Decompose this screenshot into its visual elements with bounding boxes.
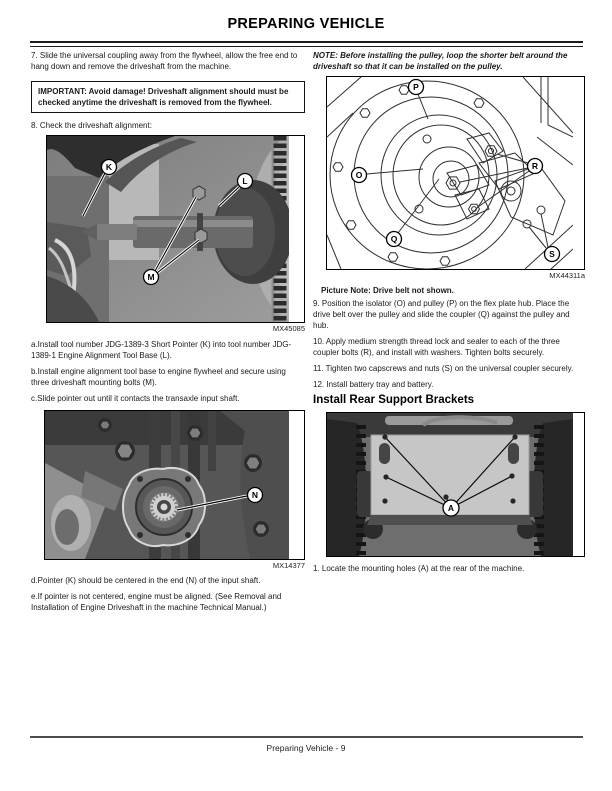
figure-alignment-tool-photo: K L M MX45085: [46, 128, 369, 333]
callout-q-icon: Q: [385, 230, 403, 248]
step-1-text: 1. Locate the mounting holes (A) at the …: [313, 564, 525, 573]
footer-page-label: Preparing Vehicle - 9: [266, 743, 346, 753]
picture-note-text: Picture Note: Drive belt not shown.: [321, 286, 454, 295]
svg-text:A: A: [448, 503, 454, 513]
svg-text:P: P: [413, 82, 419, 92]
callout-p-icon: P: [407, 78, 425, 96]
step-12-text: 12. Install battery tray and battery.: [313, 380, 434, 389]
svg-text:N: N: [252, 490, 258, 500]
figure-label: [326, 557, 585, 558]
step-8e-text: e.If pointer is not centered, engine mus…: [31, 592, 282, 612]
input-shaft-illustration: N: [45, 411, 289, 559]
callout-s-icon: S: [543, 245, 561, 263]
page-title: PREPARING VEHICLE: [227, 16, 385, 32]
fender-arc: [47, 136, 175, 178]
figure-frame: A: [326, 412, 585, 557]
callout-l-icon: L: [236, 172, 254, 190]
coupler-bolts: [445, 145, 498, 215]
callout-m-icon: M: [142, 268, 160, 286]
svg-text:Q: Q: [391, 234, 398, 244]
step-10-text: 10. Apply medium strength thread lock an…: [313, 337, 560, 357]
rear-bracket-illustration: A: [327, 413, 573, 556]
figure-input-shaft-photo: N MX14377: [44, 410, 305, 570]
svg-text:O: O: [356, 170, 363, 180]
step-8c-text: c.Slide pointer out until it contacts th…: [31, 394, 240, 403]
pointer-tip: [81, 224, 97, 240]
footer-rule: [30, 736, 583, 738]
housing-bolts: [332, 85, 485, 266]
svg-text:R: R: [532, 161, 538, 171]
svg-text:M: M: [147, 272, 154, 282]
svg-text:S: S: [549, 249, 555, 259]
callout-n-icon: N: [246, 486, 264, 504]
step-7-text: 7. Slide the universal coupling away fro…: [31, 51, 298, 71]
step-8a-text: a.Install tool number JDG-1389-3 Short P…: [31, 340, 292, 360]
svg-text:K: K: [106, 162, 113, 172]
figure-frame: P O Q R S: [326, 76, 585, 270]
note-text: NOTE: Before installing the pulley, loop…: [313, 51, 568, 71]
important-warning-box: IMPORTANT: Avoid damage! Driveshaft alig…: [31, 81, 305, 113]
figure-label: MX44311a: [549, 271, 585, 280]
figure-frame: K L M: [46, 128, 369, 328]
svg-text:L: L: [242, 176, 247, 186]
header-double-rule: [30, 41, 583, 47]
pulley-rim: [380, 114, 498, 236]
alignment-tool-illustration: K L M: [47, 128, 369, 328]
figure-pulley-coupler-diagram: P O Q R S: [326, 76, 585, 280]
figure-label: MX45085: [272, 324, 305, 333]
figure-frame: N: [44, 410, 305, 560]
callout-o-icon: O: [350, 166, 368, 184]
callout-k-icon: K: [100, 158, 118, 176]
figure-rear-bracket-photo: A: [326, 412, 585, 558]
step-8d-text: d.Pointer (K) should be centered in the …: [31, 576, 261, 585]
step-11-text: 11. Tighten two capscrews and nuts (S) o…: [313, 364, 574, 373]
step-9-text: 9. Position the isolator (O) and pulley …: [313, 299, 570, 330]
flex-plate-hub: [418, 146, 480, 208]
section-heading: Install Rear Support Brackets: [313, 394, 475, 406]
callout-r-icon: R: [526, 157, 544, 175]
figure-label: MX14377: [272, 561, 305, 570]
mounting-holes: [382, 434, 518, 504]
engine-bolts: [98, 418, 269, 537]
right-column: NOTE: Before installing the pulley, loop…: [313, 50, 585, 579]
left-column: 7. Slide the universal coupling away fro…: [31, 50, 369, 618]
step-8b-text: b.Install engine alignment tool base to …: [31, 367, 286, 387]
pulley-coupler-illustration: P O Q R S: [326, 76, 574, 270]
callout-a-icon: A: [442, 499, 460, 517]
step-8-text: 8. Check the driveshaft alignment:: [31, 121, 152, 130]
